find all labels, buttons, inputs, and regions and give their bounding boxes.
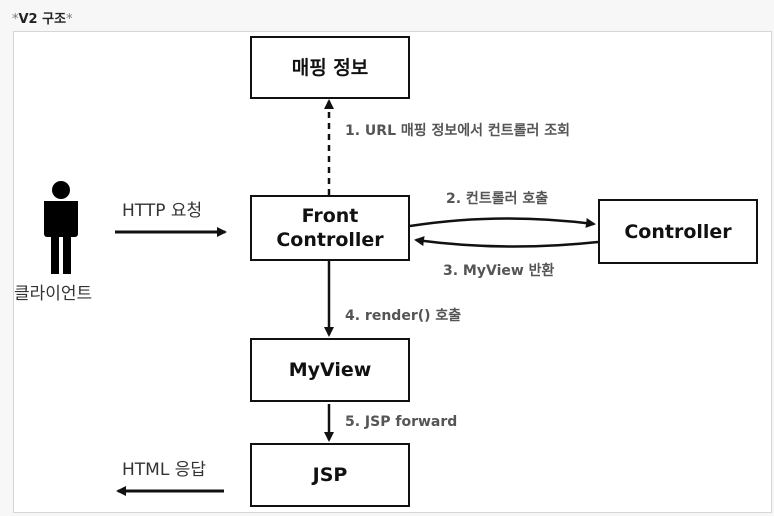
front-controller-box: Front Controller	[250, 195, 410, 261]
myview-box: MyView	[250, 338, 410, 402]
front-controller-label-line1: Front	[301, 205, 359, 227]
mapping-info-box: 매핑 정보	[250, 36, 410, 99]
arrow-return-myview	[414, 236, 599, 248]
arrow-call-controller	[409, 217, 596, 228]
step2-label: 2. 컨트롤러 호출	[446, 191, 549, 207]
client-label: 클라이언트	[14, 284, 93, 304]
myview-label: MyView	[288, 359, 372, 381]
step4-label: 4. render() 호출	[345, 308, 462, 324]
http-request-label: HTTP 요청	[122, 201, 203, 221]
title-star-right: *	[66, 12, 73, 27]
title-star-left: *	[12, 12, 19, 27]
controller-label: Controller	[624, 220, 732, 243]
jsp-label: JSP	[312, 464, 348, 486]
front-controller-label-line2: Controller	[276, 229, 384, 251]
step1-label: 1. URL 매핑 정보에서 컨트롤러 조회	[345, 123, 571, 139]
page-title: *V2 구조*	[12, 8, 73, 27]
controller-box: Controller	[598, 199, 758, 264]
client-person-icon	[44, 181, 78, 274]
step3-label: 3. MyView 반환	[443, 263, 555, 279]
title-text: V2 구조	[18, 12, 67, 27]
mapping-info-label: 매핑 정보	[291, 56, 369, 79]
jsp-box: JSP	[250, 443, 410, 507]
step5-label: 5. JSP forward	[345, 414, 458, 430]
diagram-canvas	[13, 31, 772, 513]
html-response-label: HTML 응답	[122, 460, 206, 480]
